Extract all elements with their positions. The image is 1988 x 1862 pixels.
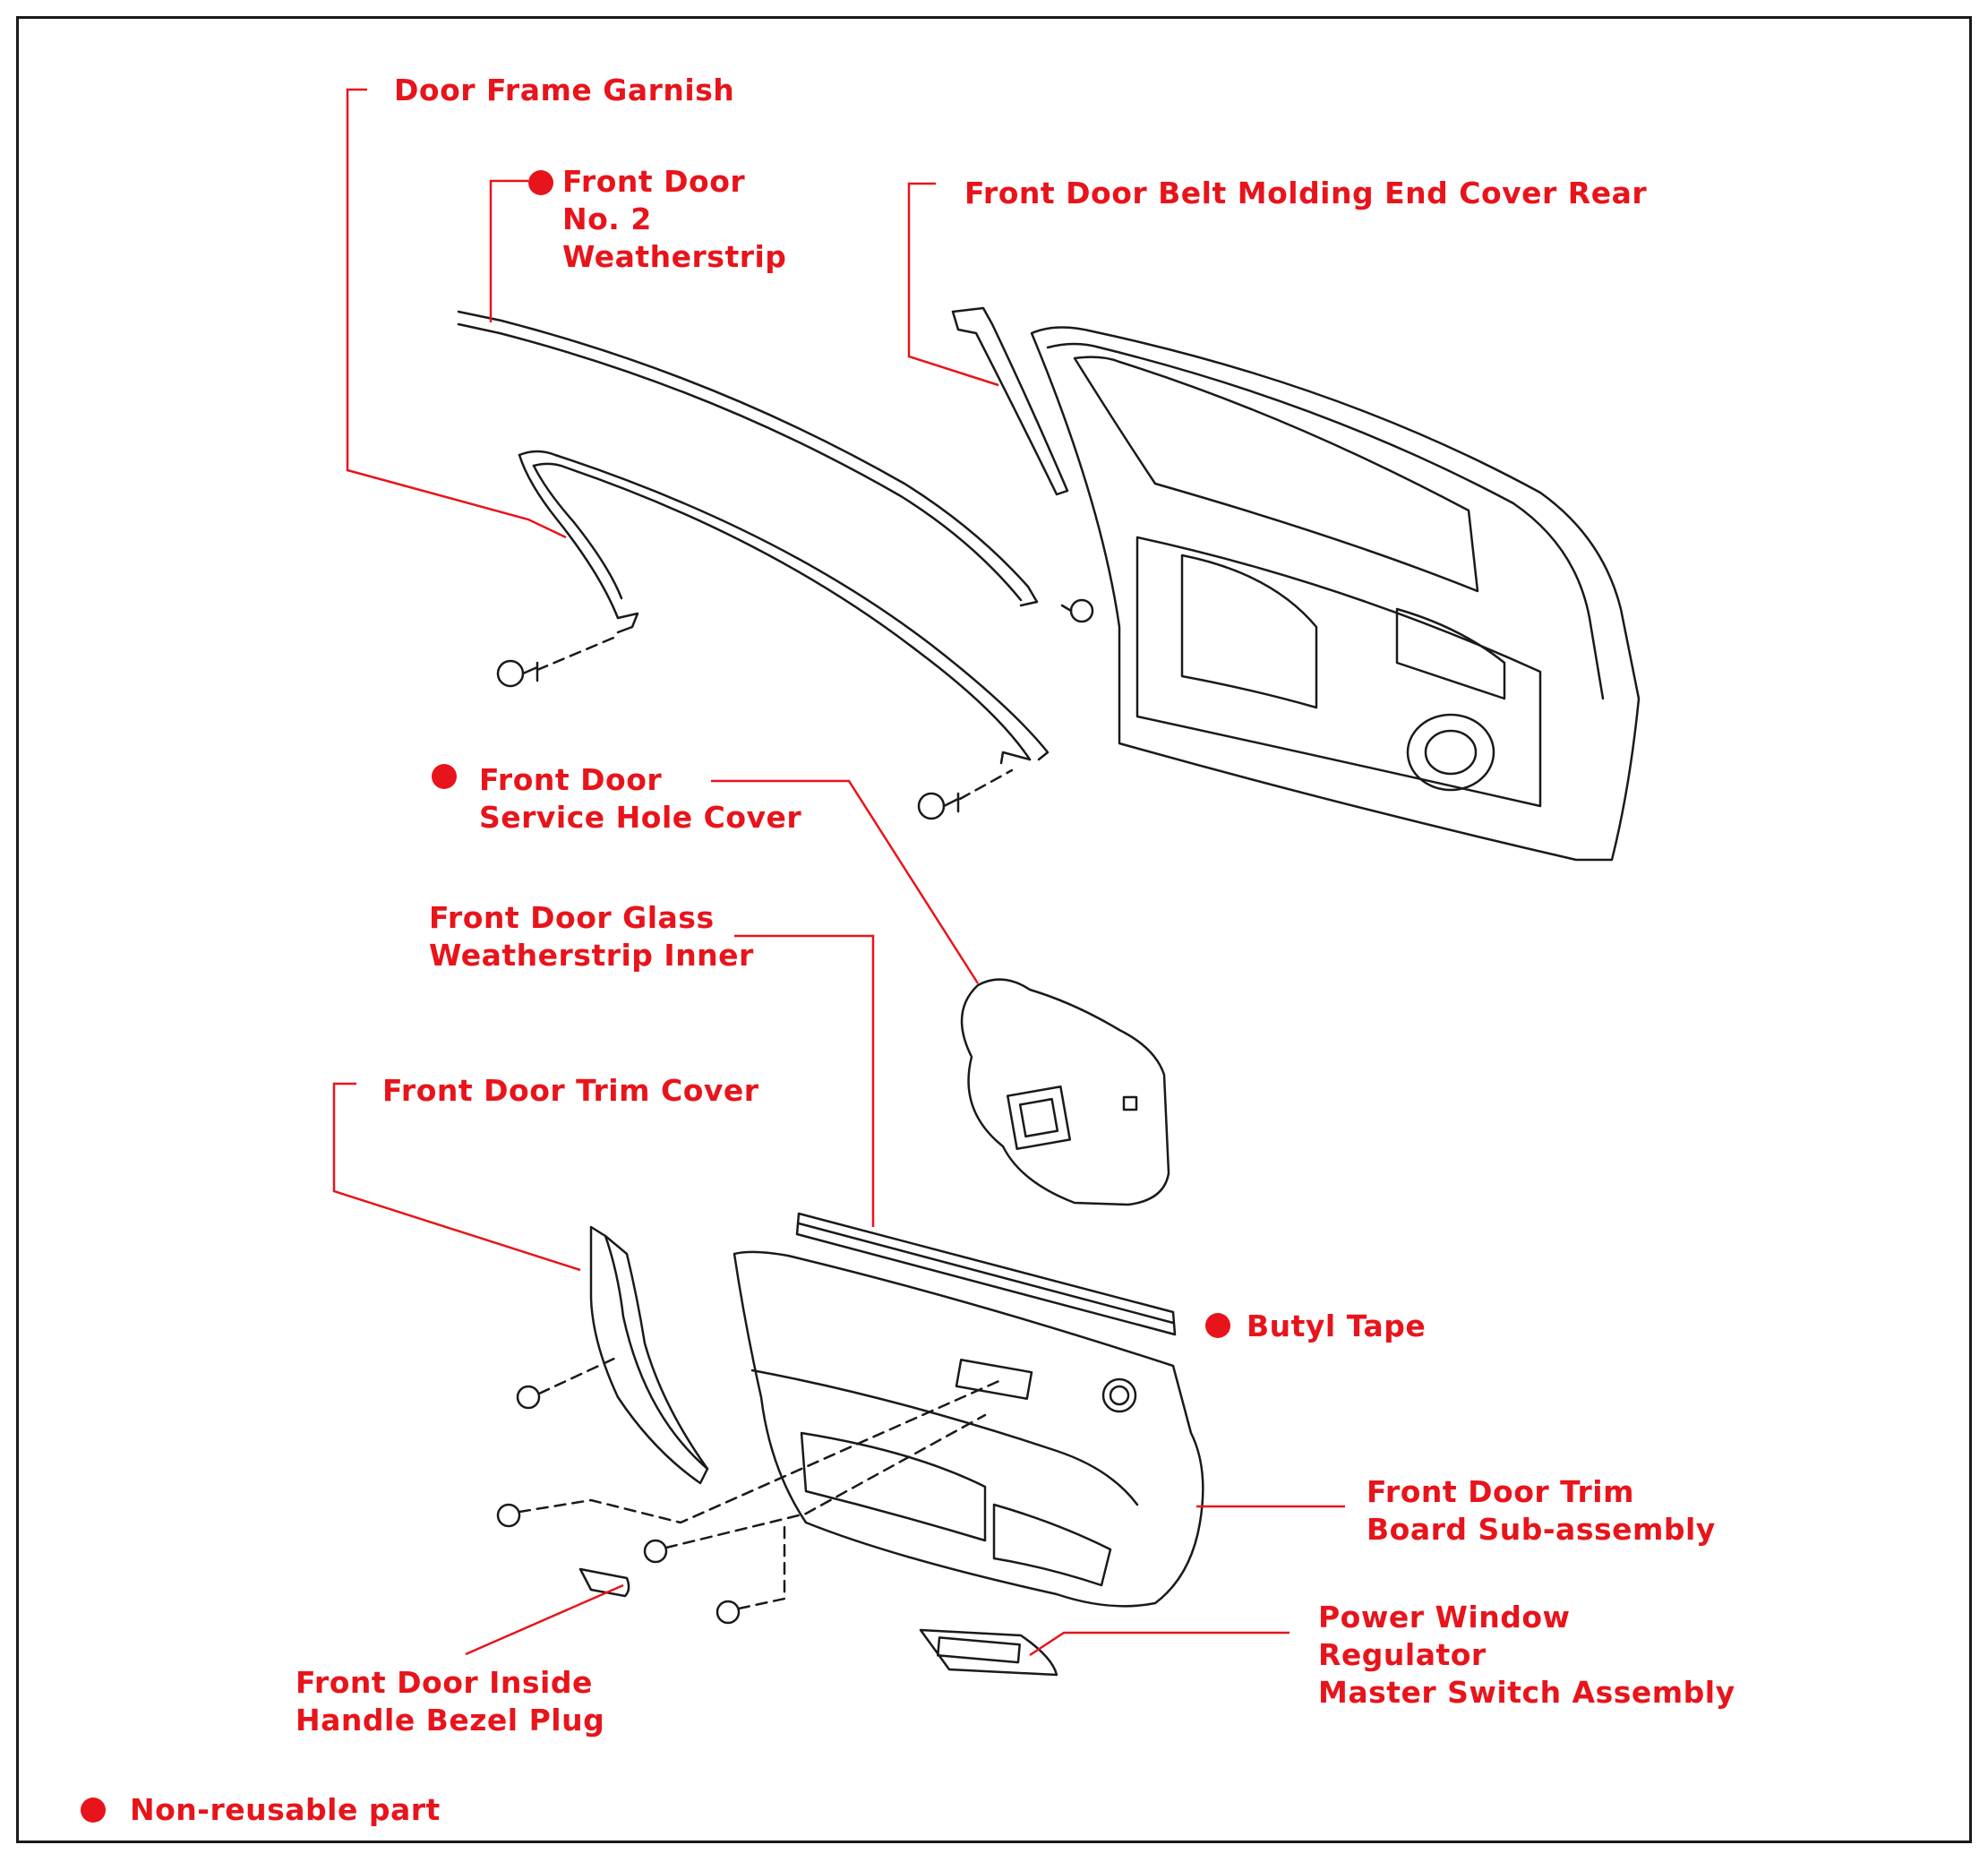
no2-weatherstrip-part	[457, 310, 1039, 607]
leader-bezel-plug	[465, 1583, 624, 1656]
clip-2	[917, 792, 960, 820]
clip-3	[1060, 598, 1094, 623]
screw-2	[496, 1503, 521, 1528]
clip-guide-1	[536, 634, 620, 672]
leader-glass-weatherstrip-inner	[734, 934, 875, 1227]
clip-guide-2	[958, 768, 1014, 801]
leader-no2-weatherstrip	[489, 179, 528, 322]
bezel-plug-part	[578, 1567, 630, 1598]
label-belt-molding-end-cover: Front Door Belt Molding End Cover Rear	[964, 176, 1648, 210]
glass-weatherstrip-inner-part	[795, 1212, 1177, 1336]
non-reusable-marker-butyl-tape	[1205, 1313, 1230, 1338]
label-master-switch: Power Window Regulator Master Switch Ass…	[1318, 1600, 1735, 1710]
leader-door-frame-garnish	[346, 88, 567, 539]
label-bezel-plug: Front Door Inside Handle Bezel Plug	[296, 1665, 605, 1738]
service-hole-cover-part	[960, 978, 1170, 1206]
label-butyl-tape: Butyl Tape	[1247, 1309, 1427, 1343]
label-trim-cover: Front Door Trim Cover	[382, 1073, 759, 1108]
leader-service-hole-cover	[711, 779, 980, 984]
door-frame-garnish-part	[518, 450, 1050, 765]
label-glass-weatherstrip-inner: Front Door Glass Weatherstrip Inner	[429, 900, 754, 973]
clip-1	[496, 659, 539, 688]
trim-cover-part	[589, 1225, 709, 1485]
door-shell-part	[1030, 326, 1641, 862]
legend-non-reusable-marker	[81, 1798, 106, 1823]
non-reusable-marker-service-hole-cover	[432, 764, 457, 789]
label-trim-board: Front Door Trim Board Sub-assembly	[1367, 1474, 1716, 1547]
label-service-hole-cover: Front Door Service Hole Cover	[479, 762, 802, 835]
screw-1	[516, 1385, 541, 1410]
legend-non-reusable-text: Non-reusable part	[130, 1792, 441, 1827]
screw-4	[716, 1600, 741, 1625]
leader-trim-cover	[332, 1082, 581, 1272]
belt-molding-end-cover-part	[951, 306, 1069, 496]
non-reusable-marker-no2-weatherstrip	[528, 170, 553, 195]
trim-board-part	[733, 1250, 1204, 1608]
leader-belt-molding-end-cover	[907, 182, 999, 387]
master-switch-part	[919, 1628, 1058, 1677]
label-door-frame-garnish: Door Frame Garnish	[394, 73, 735, 107]
screw-3	[643, 1539, 668, 1564]
label-no2-weatherstrip: Front Door No. 2 Weatherstrip	[562, 164, 787, 274]
leader-master-switch	[1029, 1631, 1290, 1657]
